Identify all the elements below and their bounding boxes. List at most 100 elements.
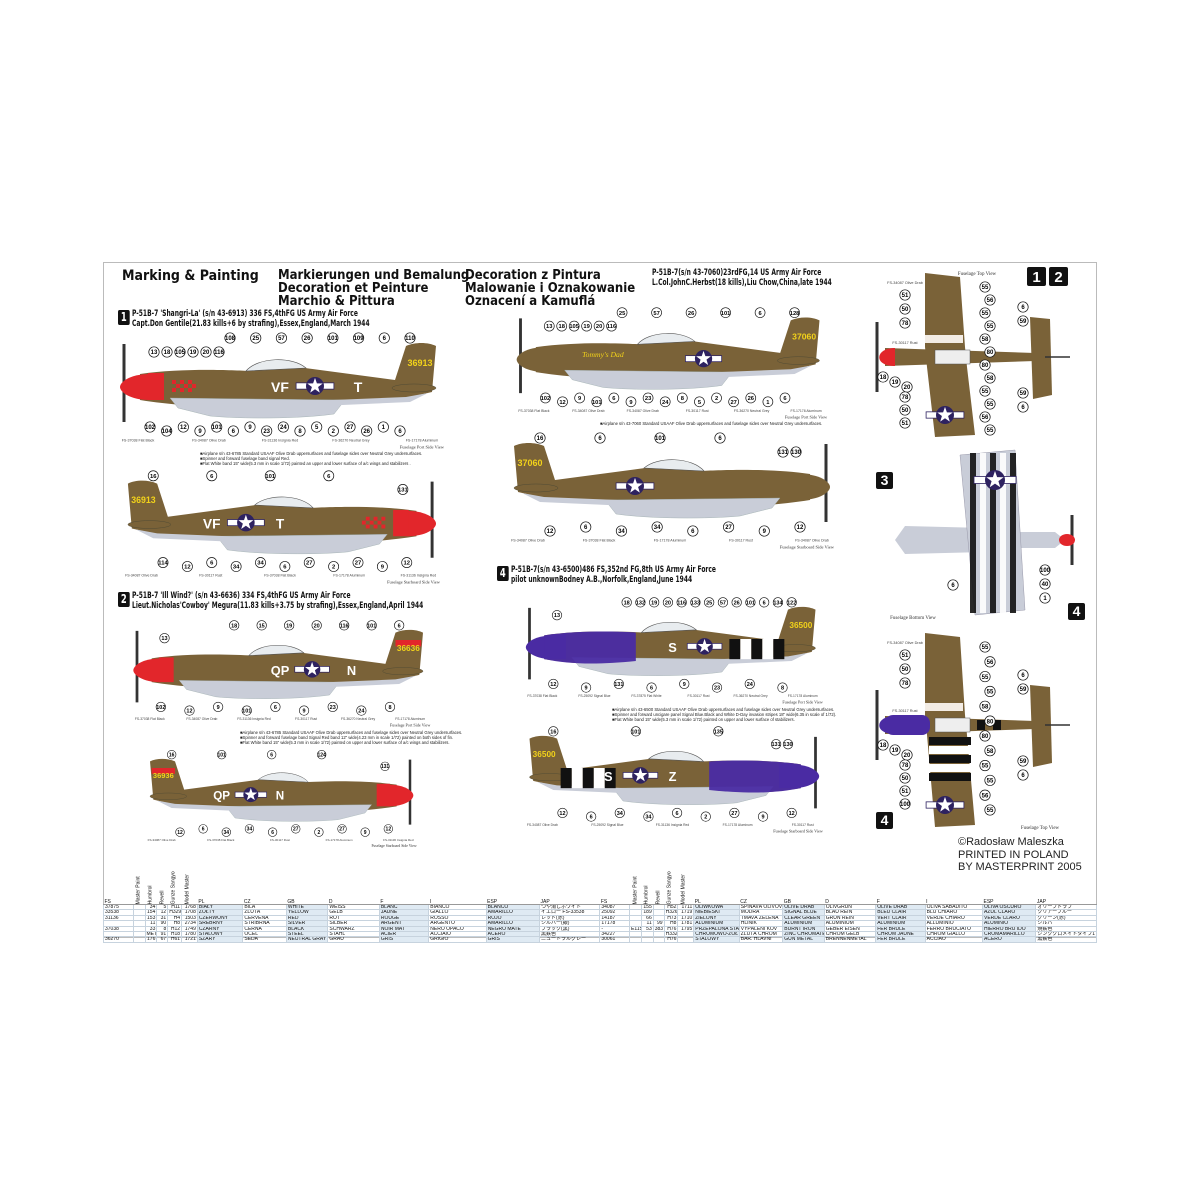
plane-subtitle-line: Lieut.Nicholas'Cowboy' Megura(11.83 kill… — [132, 600, 424, 611]
callout-circle — [651, 521, 663, 533]
callout-circle — [877, 371, 889, 383]
fs-color-label: FS-30117 Rust — [892, 709, 918, 713]
tail-serial-number: 36500 — [789, 621, 812, 630]
callout-number: 9 — [580, 682, 592, 693]
nose-band — [376, 783, 390, 807]
callout-circle — [654, 432, 666, 444]
column-header-label: Master Paint — [632, 875, 639, 904]
view-label: Fuselage Port Side View — [400, 445, 445, 450]
callout-label: 6 — [1021, 305, 1025, 311]
table-cell: H73 — [663, 914, 679, 922]
callout-number: 16 — [548, 726, 559, 737]
callout-number: 114 — [157, 557, 168, 568]
table-cell: OLIVA OSCURO — [982, 903, 1037, 911]
table-cell: H76 — [663, 925, 679, 933]
canopy — [647, 750, 705, 762]
callout-number: 27 — [344, 421, 356, 433]
nose-art-name: Tommy's Dad — [582, 350, 624, 359]
callout-circle — [979, 730, 991, 742]
callout-circle — [984, 804, 996, 816]
table-cell: GRIS — [485, 936, 541, 943]
callout-number: 13 — [551, 610, 563, 621]
callout-circle — [615, 525, 627, 537]
callout-number: 51 — [899, 417, 911, 429]
callout-label: 6 — [270, 753, 273, 759]
callout-circle — [646, 682, 657, 693]
table-cell: H61 — [167, 936, 183, 943]
callout-label: 24 — [662, 400, 669, 406]
aircraft-code-letters: S — [604, 769, 613, 784]
table-cell: H12 — [167, 925, 183, 933]
plane-badge-4: 4 — [1068, 603, 1085, 620]
note: Airplane s/n 43-6785 Standard USAAF Oliv… — [240, 730, 463, 735]
fuselage — [514, 443, 810, 508]
callout-circle — [557, 396, 568, 408]
table-cell: H52 — [663, 903, 679, 911]
callout-number: 20 — [200, 346, 212, 358]
callout-number: 26 — [731, 597, 742, 608]
us-star-insignia — [925, 796, 965, 814]
plane-badge-3: 3 — [876, 472, 893, 489]
callout-circle — [591, 396, 603, 408]
callout-label: 18 — [880, 743, 887, 749]
callout-circle — [1039, 592, 1051, 604]
callout-circle — [728, 396, 739, 408]
callout-label: 26 — [688, 311, 694, 317]
callout-circle — [899, 798, 911, 810]
horizontal-stabilizer — [382, 667, 424, 676]
callout-label: 101 — [721, 311, 731, 317]
fs-color-label: FS-31136 Insignia Red — [383, 838, 414, 842]
view-label: Fuselage Starboard Side View — [371, 844, 417, 848]
callout-label: 6 — [691, 529, 695, 535]
table-cell: 189 — [640, 909, 654, 916]
callout-label: 23 — [714, 686, 720, 692]
callout-number: 34 — [614, 807, 625, 819]
callout-number: 16 — [534, 432, 546, 444]
callout-circle — [291, 824, 301, 834]
callout-number: 18 — [161, 346, 173, 358]
table-cell: 1721 — [181, 936, 198, 943]
callout-label: 6 — [210, 474, 214, 480]
table-cell: 1781 — [677, 920, 695, 927]
callout-circle — [261, 425, 273, 437]
callout-number: 108 — [224, 332, 236, 344]
table-cell: CHROMOWO-ŻÓŁTA — [693, 930, 740, 938]
callout-circle — [594, 432, 606, 444]
callout-label: 124 — [317, 753, 326, 759]
callout-label: 55 — [987, 402, 994, 408]
column-header: PL — [693, 848, 740, 905]
callout-number: 9 — [574, 392, 585, 404]
callout-number: 57 — [717, 597, 729, 608]
aircraft-top — [875, 273, 1070, 437]
white-band — [925, 703, 963, 711]
heading-cz: Oznacení a Kamuflá — [465, 294, 596, 309]
rear-belly — [308, 393, 428, 406]
callout-number: 80 — [979, 359, 991, 371]
fs-color-label: FS-37038 Flat Black — [527, 694, 557, 698]
callout-circle — [979, 281, 991, 293]
callout-number: 6 — [594, 432, 606, 444]
callout-circle — [187, 346, 199, 358]
callout-number: 12 — [557, 807, 568, 819]
table-cell: 1710 — [677, 914, 695, 922]
column-header: I — [925, 848, 983, 905]
callout-label: 56 — [982, 793, 989, 799]
column-header: Gunze Sangyo — [664, 848, 678, 905]
checker-square — [381, 524, 386, 529]
column-header-label: I — [429, 898, 432, 905]
callout-label: 27 — [355, 561, 362, 567]
table-cell: 37038 — [103, 925, 134, 933]
callout-number: 19 — [187, 346, 199, 358]
column-header-label: CZ — [740, 898, 747, 905]
callout-circle — [383, 824, 393, 834]
fs-color-label: FS-34087 Olive Drab — [887, 281, 923, 285]
column-header-label: JAP — [1036, 898, 1047, 905]
checker-square — [369, 520, 374, 525]
wing-underside — [225, 804, 373, 822]
callout-number: 16 — [167, 750, 177, 760]
callout-circle — [229, 620, 240, 631]
callout-circle — [256, 620, 267, 631]
